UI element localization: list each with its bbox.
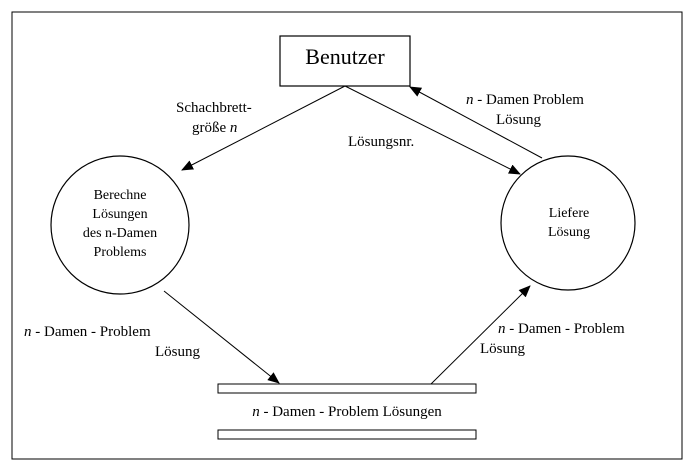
deliver-label: Liefere Lösung [502, 204, 636, 242]
label-store-to-deliver-line-2: Lösung [480, 341, 525, 357]
store-bottom-bar [217, 429, 477, 440]
label-store-to-deliver-text: - Damen - Problem [505, 321, 625, 337]
label-solution-to-user: n - Damen Problem Lösung [466, 90, 584, 130]
store-label-text: - Damen - Problem Lösungen [259, 404, 442, 420]
label-compute-to-store-text: - Damen - Problem [31, 324, 151, 340]
deliver-label-line-1: Liefere [548, 206, 590, 221]
label-compute-to-store-line-2: Lösung [155, 344, 200, 360]
label-board-size-line-1: Schachbrett- [176, 100, 252, 116]
label-compute-to-store: n - Damen - Problem Lösung [24, 322, 200, 362]
label-solution-to-user-line-2: Lösung [496, 112, 541, 128]
store-label-n: n [252, 404, 260, 420]
compute-label-line-3: des n-Damen [82, 226, 158, 241]
label-store-to-deliver-n: n [498, 321, 506, 337]
arrow-deliver-to-user [409, 86, 543, 159]
arrow-store-to-deliver [430, 285, 531, 385]
label-board-size-line-2: größe n [176, 118, 252, 138]
label-board-size: Schachbrett- größe n [176, 98, 252, 138]
diagram-frame [11, 11, 683, 460]
arrow-compute-to-store [163, 290, 280, 384]
compute-circle [50, 155, 190, 295]
arrow-user-to-compute [181, 85, 346, 171]
label-store-to-deliver: n - Damen - Problem Lösung [480, 319, 625, 359]
compute-label-line-2: Lösungen [92, 207, 148, 222]
compute-label: Berechne Lösungen des n-Damen Problems [51, 186, 189, 262]
user-label: Benutzer [305, 44, 385, 69]
label-compute-to-store-n: n [24, 324, 32, 340]
label-solution-to-user-n: n [466, 92, 474, 108]
arrow-user-to-deliver [344, 85, 521, 175]
deliver-circle [500, 155, 636, 291]
store-label: n - Damen - Problem Lösungen [218, 402, 476, 422]
compute-label-line-4: Problems [93, 245, 147, 260]
store-top-bar [217, 383, 477, 394]
label-solution-to-user-text: - Damen Problem [473, 92, 584, 108]
label-store-to-deliver-line-1: n - Damen - Problem [498, 319, 625, 339]
label-compute-to-store-line-1: n - Damen - Problem [24, 322, 200, 342]
compute-label-line-1: Berechne [93, 188, 147, 203]
label-board-size-text: größe [192, 120, 230, 136]
label-solution-to-user-line-1: n - Damen Problem [466, 90, 584, 110]
label-board-size-n: n [229, 120, 238, 136]
label-solution-number: Lösungsnr. [348, 134, 415, 150]
deliver-label-line-2: Lösung [548, 225, 590, 240]
